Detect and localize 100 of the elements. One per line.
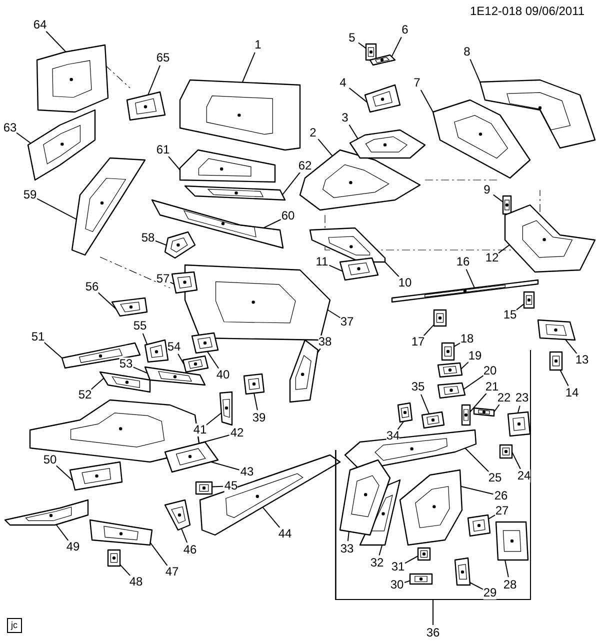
leader-line: [178, 353, 185, 365]
sheet-metal-part: [89, 519, 153, 546]
leader-line: [212, 486, 224, 488]
leader-line: [517, 405, 520, 414]
sheet-metal-part: [454, 557, 471, 586]
callout-number: 3: [342, 112, 348, 124]
leader-line: [317, 348, 321, 354]
callout-number: 37: [340, 316, 354, 328]
leader-line: [348, 124, 358, 140]
callout-number: 41: [193, 424, 207, 436]
callout-number: 31: [391, 560, 405, 574]
leader-line: [384, 262, 400, 278]
sheet-metal-part: [399, 469, 463, 546]
leader-line: [378, 544, 383, 556]
sheet-metal-part: [504, 204, 596, 273]
sheet-metal-part: [409, 573, 433, 585]
leader-line: [391, 36, 402, 58]
callout-number: 19: [468, 350, 482, 362]
sheet-metal-part: [549, 351, 563, 371]
sheet-metal-part: [36, 44, 109, 113]
sheet-metal-part: [523, 291, 535, 309]
leader-line: [560, 370, 569, 386]
callout-number: 63: [3, 122, 17, 134]
leader-line: [328, 264, 344, 272]
leader-line: [404, 556, 418, 564]
sheet-metal-part: [349, 129, 426, 159]
callout-number: 64: [33, 18, 47, 32]
leader-line: [463, 375, 484, 390]
drawing-number-and-date: 1E12-018 09/06/2011: [470, 5, 585, 18]
sheet-metal-part: [126, 91, 166, 121]
callout-number: 13: [575, 354, 589, 366]
leader-line: [432, 600, 434, 626]
leader-line: [36, 198, 77, 220]
leader-line: [44, 342, 62, 358]
sheet-metal-part: [164, 499, 191, 531]
sheet-metal-part: [432, 99, 531, 179]
sheet-metal-part: [495, 521, 529, 561]
leader-line: [492, 194, 504, 202]
sheet-metal-part: [473, 407, 495, 417]
sheet-metal-part: [467, 514, 491, 537]
group-bracket: [335, 350, 531, 600]
leader-line: [120, 564, 132, 577]
leader-line: [55, 464, 74, 482]
callout-number: 26: [494, 490, 508, 502]
leader-line: [348, 88, 368, 103]
leader-line: [198, 434, 230, 444]
leader-line: [488, 514, 496, 520]
leader-line: [494, 404, 500, 412]
leader-line: [460, 360, 470, 370]
callout-number: 25: [488, 472, 502, 484]
leader-line: [206, 412, 222, 426]
callout-number: 49: [66, 540, 80, 554]
sheet-metal-part: [144, 339, 169, 363]
callout-number: 42: [230, 426, 244, 440]
leader-line: [470, 392, 488, 412]
leader-line: [498, 244, 510, 254]
callout-number: 17: [411, 336, 425, 348]
sheet-metal-part: [502, 195, 512, 215]
callout-number: 9: [484, 184, 490, 196]
callout-number: 44: [278, 528, 292, 540]
leader-line: [404, 580, 410, 583]
leader-line: [45, 30, 66, 52]
leader-line: [318, 138, 333, 157]
callout-number: 10: [398, 276, 412, 290]
leader-line: [242, 52, 256, 83]
sheet-metal-part: [421, 411, 445, 429]
sheet-metal-part: [397, 402, 413, 423]
sheet-metal-part: [171, 271, 198, 294]
sheet-metal-part: [107, 549, 121, 567]
leader-line: [460, 486, 494, 495]
sheet-metal-part: [499, 444, 513, 459]
sheet-metal-part: [289, 339, 319, 403]
leader-line: [397, 420, 404, 430]
leader-line: [564, 338, 578, 354]
callout-number: 55: [133, 320, 147, 332]
leader-line: [466, 268, 475, 288]
leader-line: [148, 64, 160, 96]
callout-number: 16: [456, 256, 470, 268]
sheet-metal-part: [364, 84, 401, 113]
leader-line: [504, 560, 509, 578]
leader-line: [282, 172, 301, 196]
callout-number: 15: [503, 308, 517, 322]
leader-line: [454, 342, 461, 348]
sheet-metal-part: [164, 231, 196, 259]
callout-number: 23: [515, 392, 529, 404]
leader-line: [210, 461, 240, 470]
callout-number: 22: [497, 392, 511, 404]
leader-line: [132, 366, 148, 374]
sheet-metal-part: [184, 185, 286, 201]
sheet-metal-part: [191, 332, 219, 354]
callout-number: 24: [517, 470, 531, 482]
callout-number: 47: [165, 566, 179, 578]
callout-number: 62: [298, 160, 312, 172]
sheet-metal-part: [61, 342, 141, 369]
sheet-metal-part: [479, 79, 596, 149]
callout-number: 18: [460, 332, 474, 346]
callout-number: 61: [156, 144, 170, 156]
callout-number: 1: [254, 38, 262, 52]
callout-number: 53: [119, 358, 133, 370]
sheet-metal-part: [111, 297, 148, 317]
